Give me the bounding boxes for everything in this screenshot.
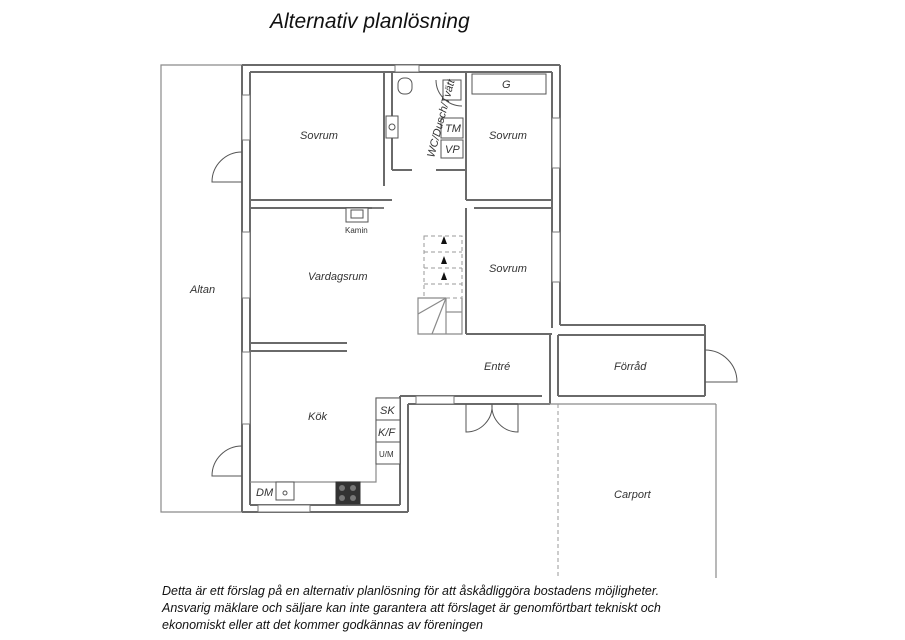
disclaimer-text: Detta är ett förslag på en alternativ pl… [162, 583, 762, 634]
room-label-sovrum-3: Sovrum [489, 263, 527, 275]
room-label-entre: Entré [484, 361, 510, 373]
doors [211, 79, 738, 477]
fireplace [345, 207, 384, 223]
room-label-altan: Altan [189, 284, 215, 296]
carport-area [518, 403, 717, 578]
room-label-kok: Kök [308, 411, 327, 423]
altan-area [160, 64, 242, 513]
plan-title: Alternativ planlösning [270, 10, 470, 33]
room-label-um: U/M [379, 450, 394, 459]
room-label-forrad: Förråd [614, 361, 647, 373]
wardrobe-g [471, 73, 547, 95]
room-label-tm: TM [445, 123, 462, 135]
room-label-sk: SK [380, 405, 395, 417]
room-label-sovrum-2: Sovrum [489, 130, 527, 142]
disclaimer-line: Detta är ett förslag på en alternativ pl… [162, 584, 660, 598]
staircase [417, 235, 463, 335]
room-label-carport: Carport [614, 489, 652, 501]
room-label-dm: DM [256, 487, 274, 499]
disclaimer-line: Ansvarig mäklare och säljare kan inte ga… [162, 601, 661, 615]
room-label-sovrum-1: Sovrum [300, 130, 338, 142]
bathroom-fixtures [385, 77, 464, 159]
kitchen-fixtures [250, 397, 401, 505]
windows [241, 64, 561, 513]
room-label-vp: VP [445, 144, 460, 156]
room-label-vardagsrum: Vardagsrum [308, 271, 368, 283]
interior-walls [250, 71, 706, 397]
room-label-g: G [502, 79, 511, 91]
disclaimer-line: ekonomiskt eller att det kommer godkänna… [162, 618, 484, 632]
room-label-kf: K/F [378, 427, 396, 439]
room-label-kamin: Kamin [345, 226, 368, 235]
